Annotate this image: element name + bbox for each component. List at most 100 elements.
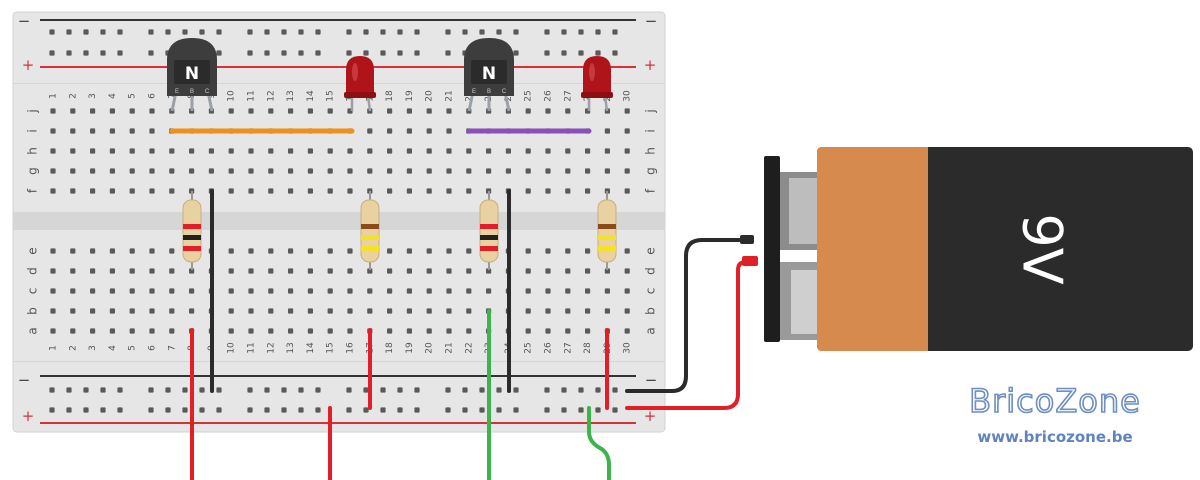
breadboard-hole: [585, 248, 591, 254]
breadboard-hole: [462, 387, 468, 393]
breadboard-hole: [446, 188, 452, 194]
breadboard-hole: [248, 108, 254, 114]
breadboard-hole: [513, 29, 519, 35]
breadboard-hole: [169, 268, 175, 274]
row-label: e: [26, 247, 40, 254]
breadboard-hole: [50, 108, 56, 114]
column-number: 10: [227, 90, 237, 102]
breadboard-hole: [446, 148, 452, 154]
breadboard-hole: [327, 268, 333, 274]
breadboard-hole: [281, 407, 287, 413]
breadboard-hole: [117, 29, 123, 35]
breadboard-hole: [70, 268, 76, 274]
battery-9v: 9V: [764, 147, 1193, 351]
breadboard-hole: [406, 108, 412, 114]
breadboard-hole: [228, 328, 234, 334]
breadboard-hole: [129, 148, 135, 154]
breadboard-hole: [387, 128, 393, 134]
breadboard-hole: [149, 288, 155, 294]
column-number: 6: [148, 93, 158, 99]
breadboard-hole: [268, 248, 274, 254]
breadboard-hole: [70, 188, 76, 194]
breadboard-hole: [406, 328, 412, 334]
breadboard-hole: [228, 148, 234, 154]
breadboard-hole: [70, 148, 76, 154]
breadboard-hole: [109, 308, 115, 314]
breadboard-hole: [248, 248, 254, 254]
breadboard-hole: [109, 168, 115, 174]
breadboard-hole: [380, 29, 386, 35]
breadboard-hole: [148, 29, 154, 35]
breadboard-hole: [445, 407, 451, 413]
row-label: c: [26, 288, 40, 295]
breadboard-hole: [479, 407, 485, 413]
breadboard-hole: [397, 407, 403, 413]
breadboard-hole: [513, 50, 519, 56]
row-label: h: [644, 147, 658, 155]
breadboard-hole: [83, 387, 89, 393]
breadboard-hole: [624, 108, 630, 114]
breadboard-hole: [446, 168, 452, 174]
breadboard-hole: [426, 288, 432, 294]
breadboard-hole: [414, 407, 420, 413]
breadboard-hole: [578, 407, 584, 413]
breadboard-hole: [49, 50, 55, 56]
breadboard-hole: [199, 29, 205, 35]
breadboard-hole: [466, 328, 472, 334]
brand-url[interactable]: www.bricozone.be: [977, 428, 1133, 446]
breadboard-hole: [612, 407, 618, 413]
breadboard-hole: [208, 148, 214, 154]
breadboard-hole: [387, 168, 393, 174]
breadboard-hole: [228, 188, 234, 194]
breadboard-hole: [288, 308, 294, 314]
breadboard-hole: [129, 108, 135, 114]
breadboard-hole: [90, 128, 96, 134]
breadboard-hole: [148, 50, 154, 56]
breadboard-hole: [248, 288, 254, 294]
breadboard-hole: [50, 328, 56, 334]
breadboard-hole: [109, 268, 115, 274]
breadboard-hole: [525, 188, 531, 194]
breadboard-hole: [624, 148, 630, 154]
rail-plus-label: +: [644, 407, 657, 425]
breadboard-hole: [298, 387, 304, 393]
breadboard-hole: [367, 288, 373, 294]
breadboard-hole: [327, 148, 333, 154]
breadboard-hole: [406, 128, 412, 134]
breadboard-hole: [149, 188, 155, 194]
breadboard-hole: [505, 148, 511, 154]
column-number: 13: [286, 90, 296, 101]
breadboard-hole: [216, 387, 222, 393]
breadboard-hole: [129, 328, 135, 334]
breadboard-hole: [397, 29, 403, 35]
breadboard-hole: [83, 29, 89, 35]
breadboard-hole: [281, 29, 287, 35]
breadboard-hole: [100, 387, 106, 393]
breadboard-hole: [247, 50, 253, 56]
column-number: 11: [247, 90, 257, 101]
breadboard-hole: [109, 148, 115, 154]
breadboard-hole: [525, 268, 531, 274]
column-number: 5: [128, 345, 138, 351]
breadboard-hole: [561, 50, 567, 56]
breadboard-hole: [149, 268, 155, 274]
breadboard-hole: [281, 50, 287, 56]
breadboard-hole: [327, 168, 333, 174]
column-number: 27: [563, 90, 573, 101]
rail-minus-label: −: [645, 12, 658, 30]
breadboard-hole: [199, 407, 205, 413]
breadboard-hole: [268, 188, 274, 194]
row-label: f: [644, 188, 658, 193]
breadboard-hole: [148, 387, 154, 393]
breadboard-hole: [363, 29, 369, 35]
breadboard-hole: [414, 387, 420, 393]
breadboard-hole: [109, 328, 115, 334]
breadboard-hole: [426, 168, 432, 174]
breadboard-hole: [268, 308, 274, 314]
breadboard-hole: [525, 168, 531, 174]
breadboard-hole: [268, 288, 274, 294]
column-number: 20: [425, 342, 435, 354]
breadboard-hole: [466, 308, 472, 314]
breadboard-hole: [216, 50, 222, 56]
